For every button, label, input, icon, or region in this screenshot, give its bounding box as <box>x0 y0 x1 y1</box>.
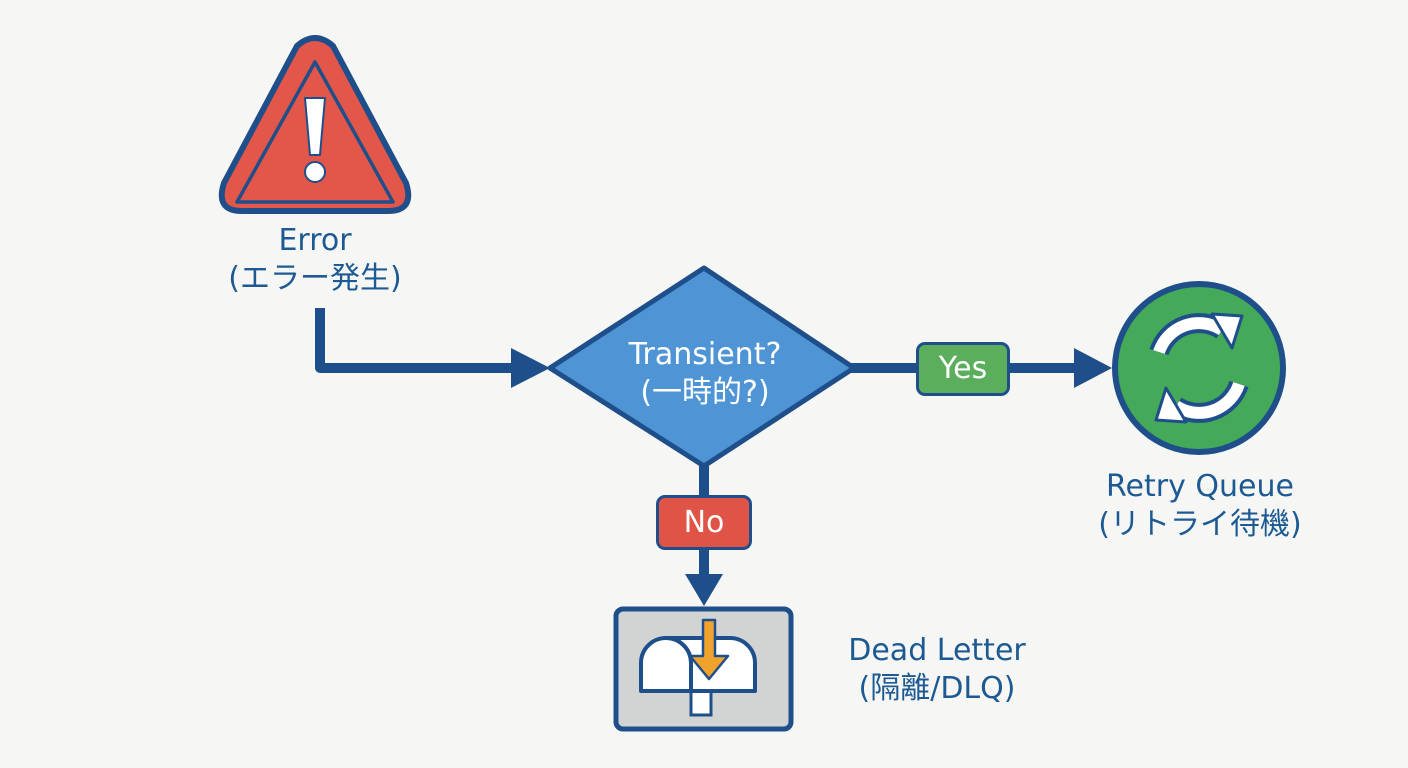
arrowhead-icon <box>511 348 550 388</box>
decision-label: Transient? (一時的?) <box>560 336 850 412</box>
dead-letter-title: Dead Letter <box>848 633 1026 668</box>
down-arrow-icon <box>688 618 730 681</box>
no-badge: No <box>656 495 752 550</box>
warning-triangle-icon <box>218 35 412 214</box>
error-title: Error <box>278 223 352 258</box>
refresh-cycle-icon <box>1112 281 1286 455</box>
dead-letter-subtitle: (隔離/DLQ) <box>858 671 1016 706</box>
decision-subtitle: (一時的?) <box>640 375 770 410</box>
decision-title: Transient? <box>628 337 782 372</box>
dead-letter-label: Dead Letter (隔離/DLQ) <box>812 632 1062 708</box>
mailbox-icon <box>639 618 757 717</box>
retry-subtitle: (リトライ待機) <box>1098 507 1302 542</box>
retry-title: Retry Queue <box>1106 469 1294 504</box>
arrowhead-icon <box>1074 348 1112 388</box>
yes-badge: Yes <box>916 342 1010 396</box>
arrowhead-icon <box>685 574 723 606</box>
error-subtitle: (エラー発生) <box>228 261 402 296</box>
error-to-decision-connector <box>315 308 550 388</box>
retry-label: Retry Queue (リトライ待機) <box>1070 468 1330 544</box>
decision-diamond <box>547 265 857 469</box>
yes-connector <box>850 348 1112 388</box>
error-label: Error (エラー発生) <box>205 222 425 298</box>
